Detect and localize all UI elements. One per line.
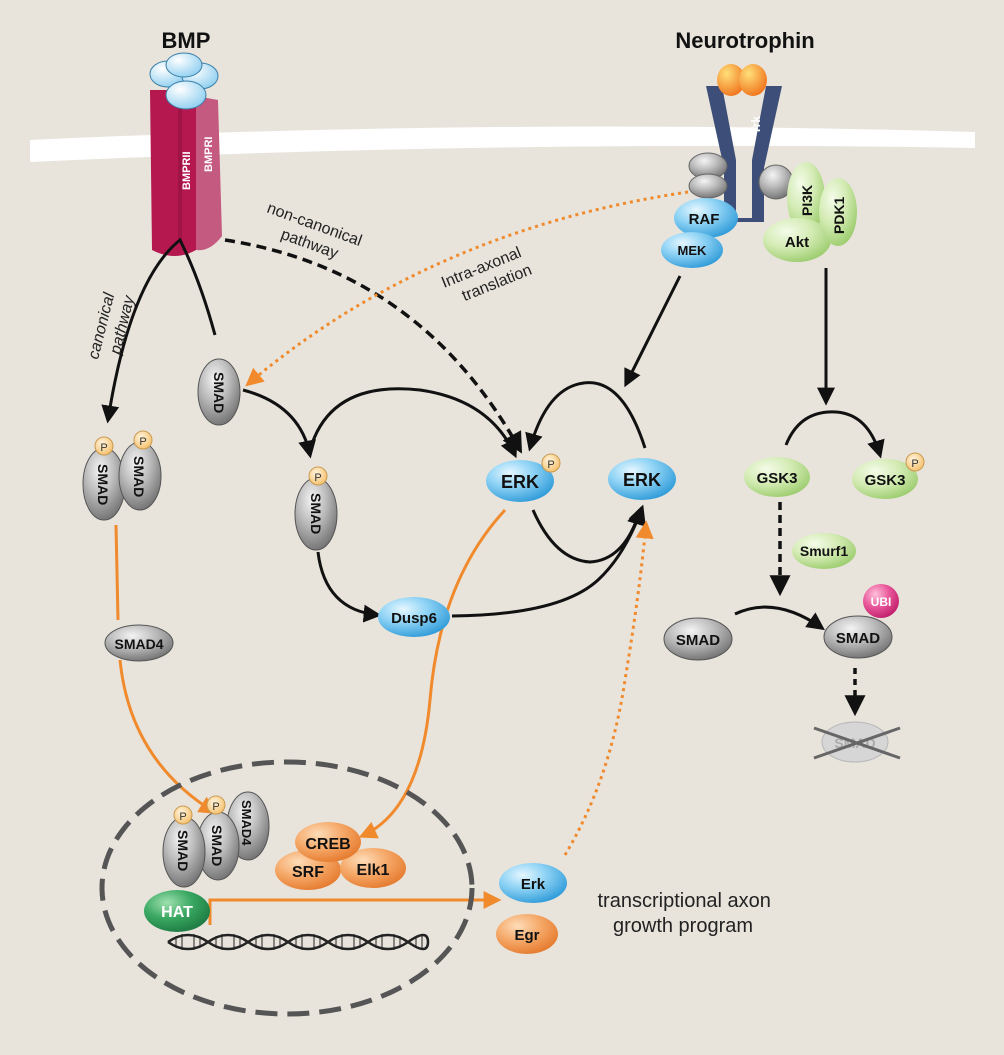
phospho-badge — [173, 805, 193, 825]
gsk3-node — [744, 457, 810, 497]
phospho-badge — [94, 436, 114, 456]
erk-to-creb-orange — [358, 508, 507, 839]
phospho-label: P — [100, 442, 107, 454]
gsk3-phospho-arrow — [784, 410, 885, 459]
raf-node — [674, 198, 738, 238]
cell-membrane — [30, 126, 975, 162]
nuclear-smad4-label: SMAD4 — [239, 800, 254, 846]
erk-transcript-label: Erk — [521, 876, 546, 893]
raf-label: RAF — [689, 211, 720, 228]
smad-to-smad4-orange — [114, 524, 120, 621]
pdk1-label: PDK1 — [831, 196, 847, 234]
creb-label: CREB — [305, 836, 350, 853]
adaptor-left-2 — [688, 173, 728, 199]
trk-receptor: Trk — [688, 64, 794, 222]
nucleus — [99, 759, 475, 1017]
intra-axonal-arrow — [245, 190, 689, 387]
smad-cycle-top — [308, 387, 518, 459]
phospho-badge — [133, 430, 153, 450]
perk-label: ERK — [501, 472, 539, 492]
ub-smad-label: SMAD — [836, 630, 880, 647]
perk-node — [486, 460, 554, 502]
smad4-node — [104, 624, 174, 662]
smad-label-axon: SMAD — [211, 372, 227, 413]
nuclear-psmad-left-label: SMAD — [175, 830, 191, 871]
bmpr2-label: BMPRII — [181, 152, 193, 191]
phospho-badge — [308, 466, 328, 486]
hat-to-erk-orange — [208, 891, 502, 925]
neurotrophin-ligand — [717, 64, 767, 96]
egr-node — [496, 914, 558, 954]
dusp6-label: Dusp6 — [391, 610, 437, 627]
pgsk3-node — [852, 459, 918, 499]
phospho-badge — [541, 453, 561, 473]
psmad-to-dusp6-arrow — [316, 551, 382, 623]
smad-erk-cycle — [242, 388, 316, 459]
dusp6-to-erk-arrow — [451, 504, 646, 618]
smad4-to-nucleus-orange — [118, 659, 218, 814]
pi3k-label: PI3K — [799, 185, 815, 216]
egr-label: Egr — [514, 927, 539, 944]
phospho-label: P — [212, 801, 219, 813]
elk1-node — [340, 848, 406, 888]
pdk1-node — [819, 178, 857, 246]
noncanonical-arrow — [224, 238, 523, 454]
noncanonical-pathway-label: non-canonical pathway — [258, 200, 368, 270]
akt-label: Akt — [785, 234, 809, 251]
mek-node — [661, 232, 723, 268]
srf-label: SRF — [292, 864, 324, 881]
phospho-label: P — [179, 811, 186, 823]
degraded-smad: SMAD — [813, 721, 901, 763]
neurotrophin-title: Neurotrophin — [675, 28, 814, 53]
phospho-label: P — [314, 472, 321, 484]
intra-axonal-label: Intra-axonal translation — [439, 243, 535, 311]
smad-node-axon — [197, 358, 241, 426]
bmpr1-label: BMPRI — [203, 137, 215, 172]
creb-node — [295, 822, 361, 862]
pi3k-node — [787, 162, 825, 234]
gsk3-label: GSK3 — [757, 470, 798, 487]
erk-transcript-node — [499, 863, 567, 903]
dusp6-node — [378, 597, 450, 637]
dna-helix — [167, 933, 430, 951]
erk-label: ERK — [623, 470, 661, 490]
psmad-pair-left-label: SMAD — [95, 464, 111, 505]
smad-node-right — [663, 617, 733, 661]
bmp-ligand — [149, 52, 219, 110]
pgsk3-label: GSK3 — [865, 472, 906, 489]
psmad-middle-label: SMAD — [308, 493, 324, 534]
akt-node — [763, 218, 831, 262]
ub-smad-node — [823, 615, 893, 659]
ubi-node — [863, 584, 899, 618]
mek-to-erk-arrow — [624, 275, 682, 388]
smad-ubiquitination-arrow — [734, 605, 825, 631]
mek-label: MEK — [678, 243, 708, 258]
phospho-label: P — [911, 458, 918, 470]
bmp-receptor: BMPRII BMPRI — [149, 52, 222, 256]
hat-label: HAT — [161, 904, 193, 921]
hat-node — [144, 890, 210, 932]
psmad-pair-right-label: SMAD — [131, 456, 147, 497]
erk-cycle-bottom — [531, 506, 645, 564]
phospho-badge — [206, 795, 226, 815]
phospho-badge — [905, 452, 925, 472]
canonical-arrow — [101, 237, 217, 424]
output-label: transcriptional axon growth program — [598, 890, 777, 937]
smad-right-label: SMAD — [676, 632, 720, 649]
phospho-label: P — [139, 436, 146, 448]
phospho-label: P — [547, 459, 554, 471]
trk-label: Trk — [749, 116, 763, 134]
smurf1-node — [792, 533, 856, 569]
smad4-label: SMAD4 — [114, 636, 163, 652]
bmp-title: BMP — [162, 28, 211, 53]
erk-cycle-top — [525, 381, 647, 452]
nuclear-psmad-right-label: SMAD — [209, 825, 225, 866]
erk-node — [608, 458, 676, 500]
elk1-label: Elk1 — [357, 862, 390, 879]
ubi-label: UBI — [871, 595, 892, 609]
smurf1-label: Smurf1 — [800, 543, 848, 559]
